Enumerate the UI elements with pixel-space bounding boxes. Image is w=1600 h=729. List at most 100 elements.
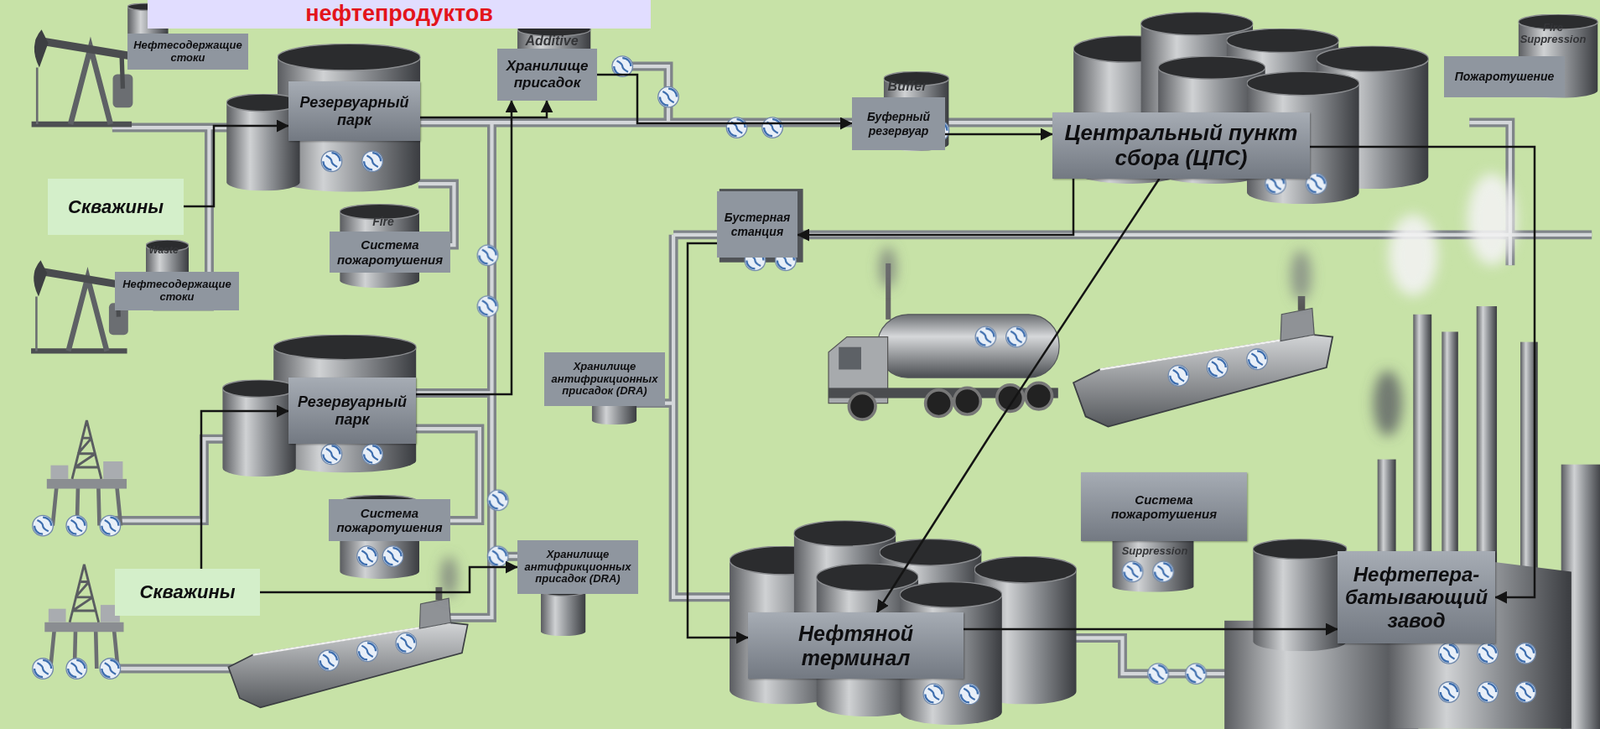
- smoke: [1373, 370, 1403, 437]
- smoke: [1388, 214, 1438, 297]
- illustration-label: Suppression: [1116, 545, 1193, 557]
- pump-icon: [612, 56, 634, 78]
- offshore-rig: [44, 420, 127, 669]
- illustration-label: Buffer: [877, 78, 937, 94]
- smoke: [879, 246, 896, 288]
- node-text: Система пожаротушения: [1086, 492, 1242, 522]
- pump-icon: [66, 514, 88, 536]
- flow-arrow: [963, 628, 1338, 631]
- pump-icon: [1206, 357, 1228, 379]
- illustration-label: Fire Suppression: [1514, 21, 1592, 47]
- pump-icon: [488, 545, 510, 567]
- truck: [1025, 382, 1053, 410]
- pump-icon: [321, 150, 343, 172]
- node-text: Скважины: [120, 581, 255, 603]
- flow-arrow: [687, 243, 749, 638]
- flow-arrow: [1309, 146, 1535, 598]
- truck: [838, 347, 862, 370]
- pump-icon: [1148, 663, 1169, 685]
- pump-icon: [357, 545, 379, 567]
- pump-icon: [1477, 642, 1499, 664]
- title: нефтепродуктов: [305, 0, 494, 27]
- node-text: Резервуарный парк: [294, 393, 411, 428]
- pump-icon: [66, 658, 88, 680]
- label-box: Пожаротушение: [1444, 56, 1565, 98]
- node-text: Система пожаротушения: [334, 505, 445, 536]
- label-box: Буферный резервуар: [851, 97, 946, 151]
- label-box: Нефтесодержащие стоки: [127, 33, 249, 70]
- node-text: Система пожаротушения: [335, 237, 445, 267]
- label-box: Хранилище присадок: [497, 48, 598, 101]
- pump-icon: [1515, 681, 1537, 703]
- pump-icon: [99, 514, 121, 536]
- flow-arrow: [201, 410, 289, 569]
- pump-icon: [1153, 561, 1175, 582]
- label-box: Нефтяной терминал: [748, 612, 964, 679]
- illustration-label: Waste: [142, 244, 185, 256]
- label-box: Система пожаротушения: [329, 231, 451, 273]
- label-box: Резервуарный парк: [288, 81, 421, 141]
- smoke: [441, 173, 1517, 598]
- pumpjack: [31, 29, 134, 125]
- node-text: Хранилище антифрикционных присадок (DRA): [523, 548, 633, 587]
- label-box: Система пожаротушения: [1080, 472, 1247, 541]
- pump-icon: [1438, 681, 1460, 703]
- truck: [954, 387, 982, 415]
- pump-icon: [32, 658, 54, 680]
- tanker-ship: [228, 296, 1333, 708]
- tanker-ship: [1073, 296, 1333, 427]
- terminal-tanks: [729, 12, 1429, 725]
- pump-icon: [1477, 681, 1499, 703]
- label-box: Центральный пункт сбора (ЦПС): [1052, 112, 1310, 179]
- pump-icon: [362, 150, 384, 172]
- pump-icon: [1438, 642, 1460, 664]
- pump-icon: [357, 640, 379, 662]
- illustration-label: Additive: [518, 33, 586, 49]
- tank: [540, 587, 587, 636]
- area-label: Скважины: [114, 568, 260, 616]
- pump-icon: [321, 443, 343, 465]
- node-text: Резервуарный парк: [294, 93, 415, 129]
- pump-icon: [488, 489, 510, 511]
- node-text: Нефтепера- батывающий завод: [1343, 562, 1490, 633]
- node-text: Пожаротушение: [1449, 69, 1559, 84]
- pump-icon: [726, 117, 748, 139]
- node-text: Буферный резервуар: [857, 109, 940, 137]
- pumpjack: [31, 259, 129, 351]
- flow-arrow: [420, 100, 547, 118]
- tanker-ship: [228, 587, 468, 708]
- label-box: Система пожаротушения: [328, 498, 451, 541]
- truck: [848, 392, 876, 420]
- pump-icon: [1185, 663, 1207, 685]
- label-box: Резервуарный парк: [288, 377, 416, 444]
- pump-icon: [658, 86, 680, 108]
- pump-icon: [477, 296, 499, 317]
- smoke: [1467, 173, 1517, 266]
- pump-icon: [1168, 365, 1190, 387]
- node-text: Нефтяной терминал: [753, 621, 958, 671]
- pump-icon: [762, 117, 784, 139]
- label-box: Нефтесодержащие стоки: [114, 271, 239, 311]
- pump-icon: [362, 443, 384, 465]
- label-box: Нефтепера- батывающий завод: [1337, 550, 1496, 644]
- label-box: Хранилище антифрикционных присадок (DRA): [517, 540, 639, 594]
- offshore-rig: [46, 420, 127, 525]
- label-box: Хранилище антифрикционных присадок (DRA): [544, 352, 665, 406]
- pump-icon: [959, 683, 981, 705]
- truck: [877, 314, 1060, 378]
- pump-icon: [395, 632, 417, 654]
- refinery: [1252, 538, 1347, 651]
- pump-icon: [1122, 561, 1143, 582]
- node-text: Скважины: [53, 196, 178, 218]
- pump-icon: [32, 56, 1537, 705]
- flow-arrow: [597, 74, 852, 124]
- node-text: Хранилище присадок: [503, 57, 592, 91]
- node-text: Нефтесодержащие стоки: [133, 39, 243, 65]
- node-text: Нефтесодержащие стоки: [120, 278, 234, 304]
- plant-drawing: [31, 3, 1600, 729]
- flow-arrow: [797, 178, 1074, 235]
- flow-arrow: [877, 178, 1160, 613]
- node-text: Хранилище антифрикционных присадок (DRA): [550, 360, 660, 399]
